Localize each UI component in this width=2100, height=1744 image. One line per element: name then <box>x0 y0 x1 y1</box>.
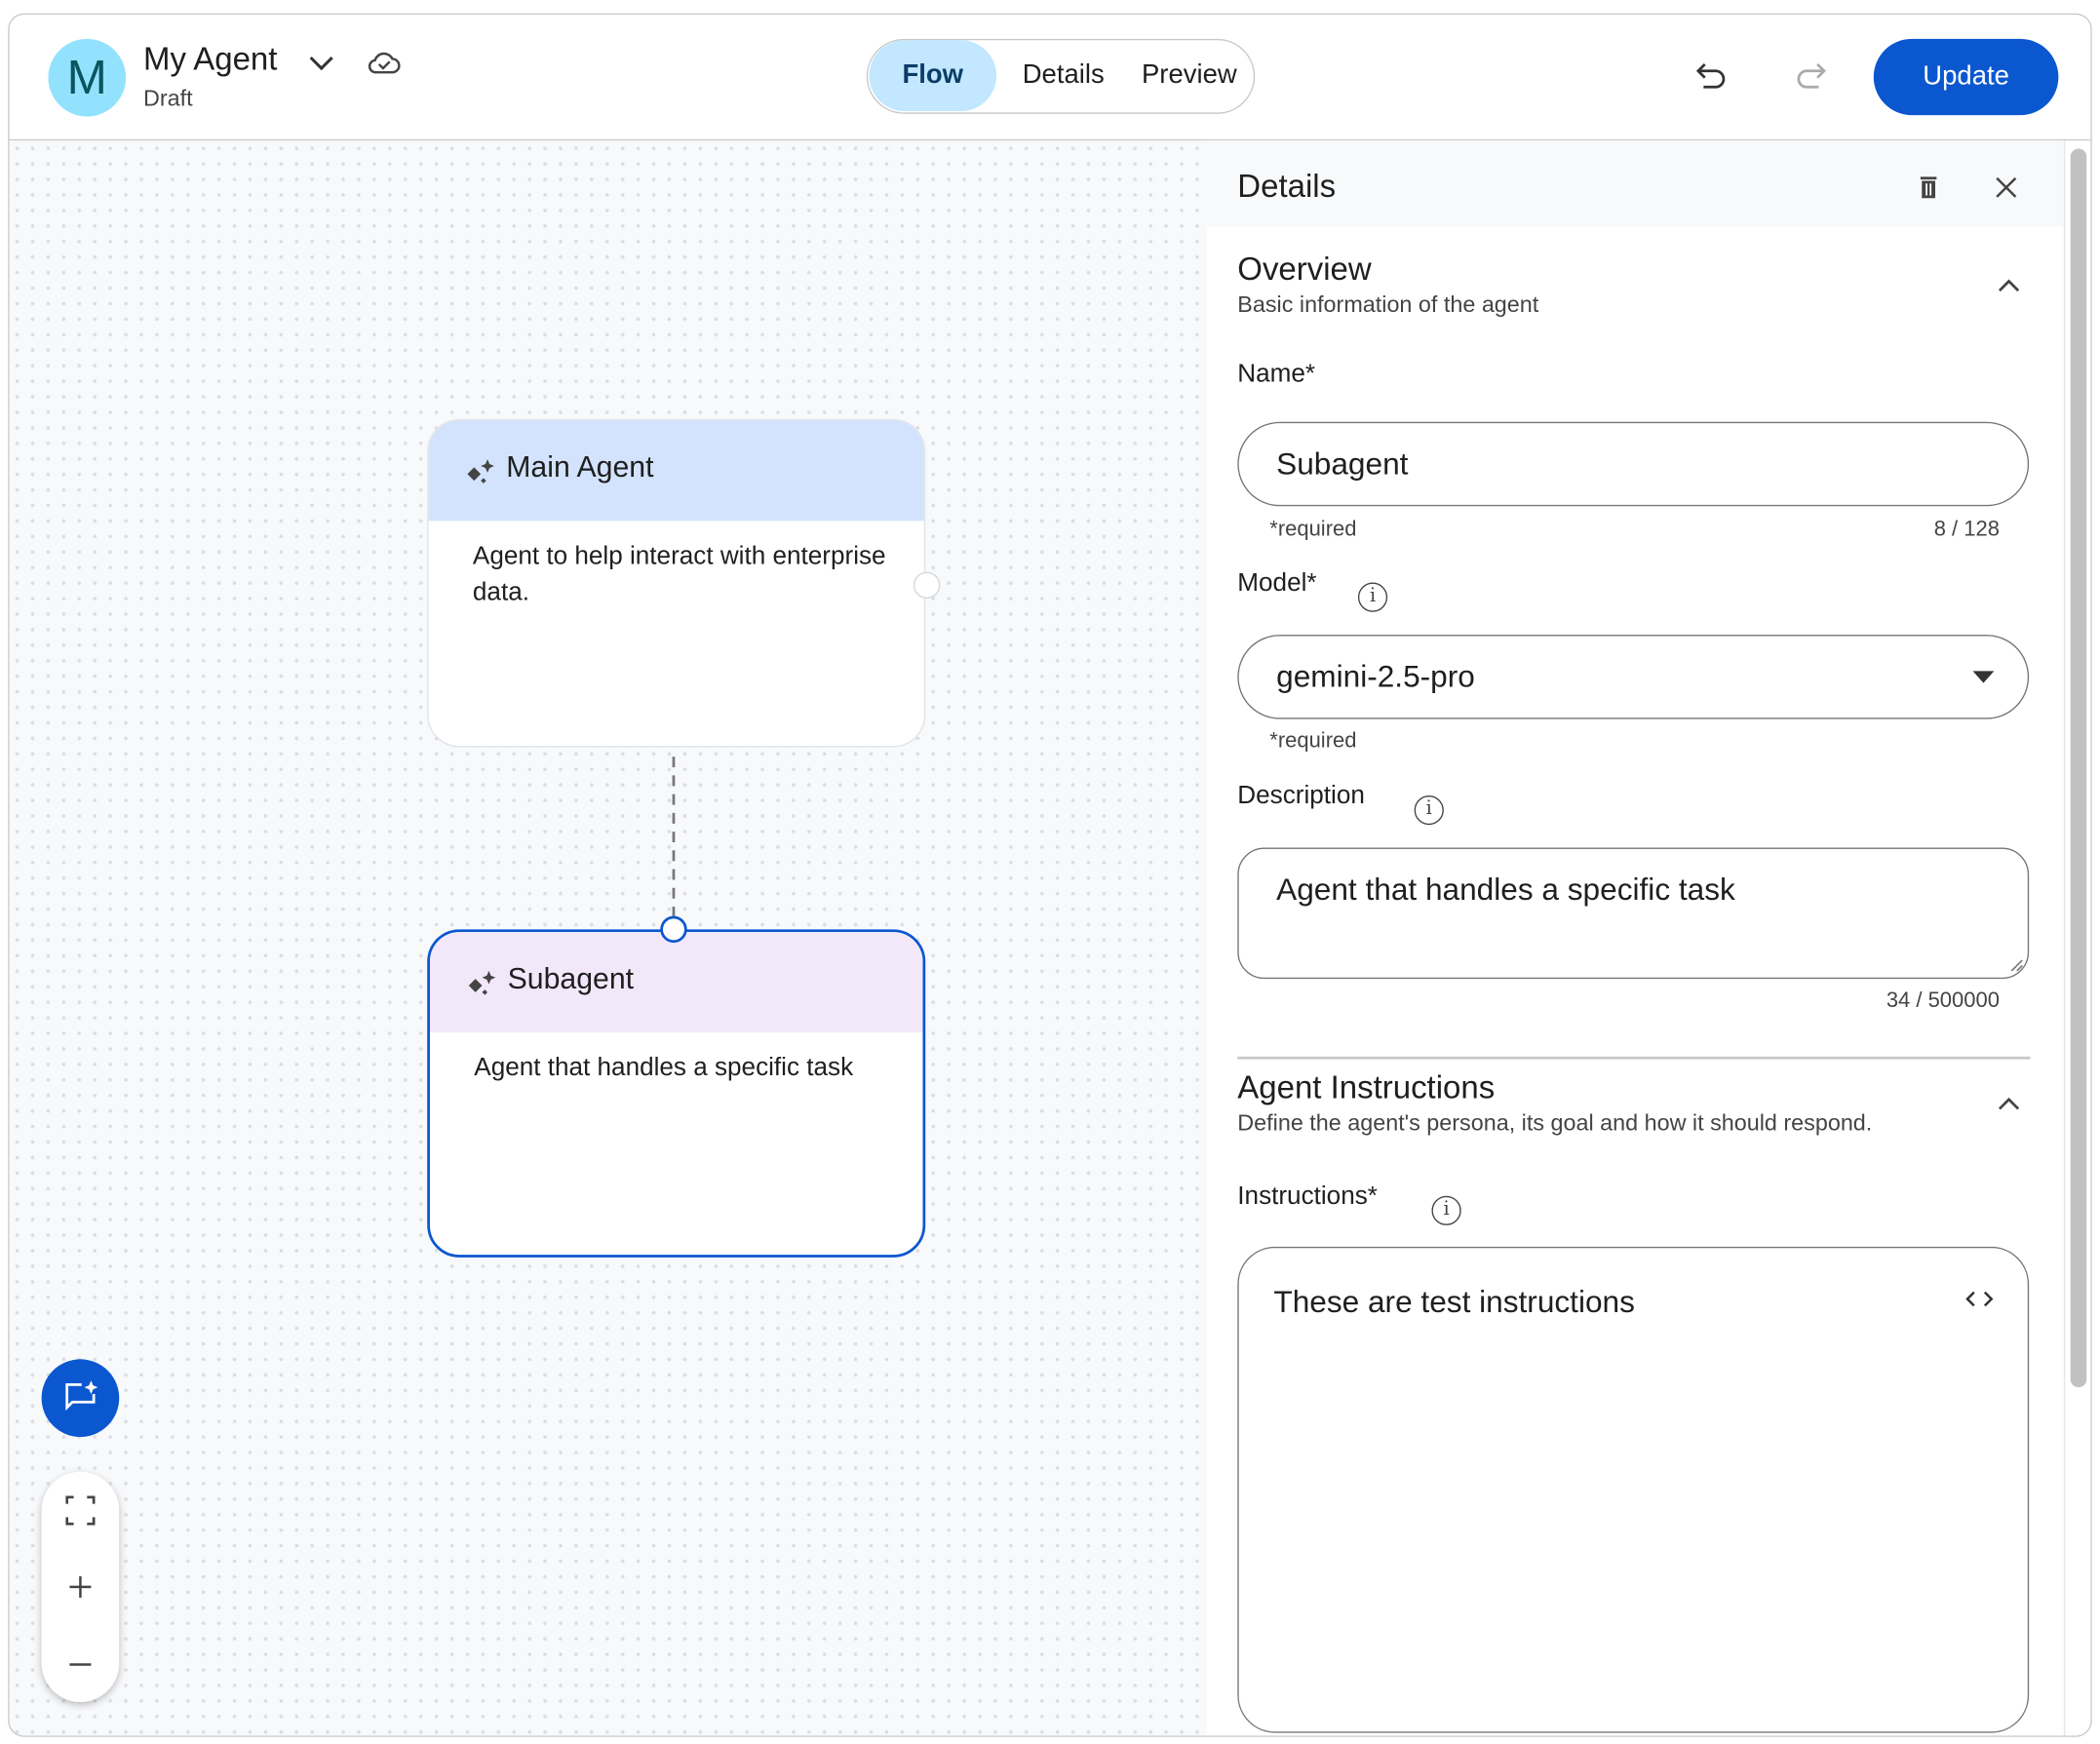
close-icon[interactable] <box>1994 175 2018 200</box>
node-description: Agent to help interact with enterprise d… <box>472 542 886 607</box>
resize-handle-icon[interactable] <box>2007 956 2023 972</box>
node-subagent[interactable]: Subagent Agent that handles a specific t… <box>427 929 926 1258</box>
tab-preview[interactable]: Preview <box>1141 59 1237 91</box>
scrollbar-thumb[interactable] <box>2070 148 2087 1388</box>
zoom-controls <box>41 1471 120 1702</box>
section-divider <box>1237 1056 2031 1059</box>
redo-icon[interactable] <box>1793 58 1828 91</box>
fit-view-icon[interactable] <box>65 1495 96 1526</box>
app-window: M My Agent Draft Flow Details Preview Up… <box>8 13 2092 1737</box>
instructions-title: Agent Instructions <box>1237 1069 1496 1106</box>
info-icon[interactable]: i <box>1414 794 1444 826</box>
undo-icon[interactable] <box>1694 58 1730 91</box>
info-icon[interactable]: i <box>1431 1195 1461 1225</box>
ai-assistant-button[interactable] <box>41 1359 120 1437</box>
code-icon[interactable] <box>1964 1290 1994 1308</box>
node-title: Main Agent <box>506 449 654 484</box>
flow-canvas[interactable]: Main Agent Agent to help interact with e… <box>9 140 1207 1736</box>
panel-header: Details <box>1206 140 2064 227</box>
tab-flow[interactable]: Flow <box>869 40 997 112</box>
view-tabs: Flow Details Preview <box>866 38 1256 114</box>
description-char-count: 34 / 500000 <box>1886 989 2000 1013</box>
node-main-agent[interactable]: Main Agent Agent to help interact with e… <box>427 418 926 748</box>
instructions-value: These are test instructions <box>1273 1284 1635 1320</box>
node-header <box>429 932 923 1033</box>
name-hint: *required <box>1269 518 1357 541</box>
output-handle[interactable] <box>913 571 941 600</box>
input-handle[interactable] <box>660 915 687 944</box>
node-title: Subagent <box>507 961 635 995</box>
chevron-down-icon[interactable] <box>307 53 336 74</box>
model-label: Model* <box>1237 568 1317 598</box>
zoom-in-icon[interactable] <box>67 1573 94 1600</box>
node-header <box>428 420 924 522</box>
instructions-label: Instructions* <box>1237 1182 1378 1211</box>
status-text: Draft <box>142 85 193 112</box>
panel-scrollbar[interactable] <box>2063 140 2091 1736</box>
avatar: M <box>48 38 127 117</box>
ai-chat-icon <box>65 1380 98 1412</box>
zoom-out-icon[interactable] <box>67 1651 94 1678</box>
dropdown-arrow-icon <box>1972 671 1995 683</box>
agent-title: My Agent <box>142 41 278 78</box>
model-value: gemini-2.5-pro <box>1276 658 1475 694</box>
top-bar: M My Agent Draft Flow Details Preview Up… <box>9 15 2091 141</box>
overview-title: Overview <box>1237 252 1372 289</box>
name-char-count: 8 / 128 <box>1933 518 2000 541</box>
sparkle-icon <box>468 970 496 995</box>
chevron-up-icon[interactable] <box>1997 1096 2021 1111</box>
description-textarea[interactable]: Agent that handles a specific task <box>1237 847 2030 980</box>
name-label: Name* <box>1237 360 1316 389</box>
name-value: Subagent <box>1276 446 1409 482</box>
update-button[interactable]: Update <box>1873 38 2059 116</box>
name-input[interactable]: Subagent <box>1237 421 2030 507</box>
chevron-up-icon[interactable] <box>1997 277 2021 292</box>
sparkle-icon <box>467 459 494 484</box>
connector-edge <box>672 756 676 924</box>
node-description: Agent that handles a specific task <box>474 1054 854 1082</box>
description-value: Agent that handles a specific task <box>1276 872 1735 907</box>
panel-title: Details <box>1237 169 1337 206</box>
model-hint: *required <box>1269 729 1357 754</box>
instructions-subtitle: Define the agent's persona, its goal and… <box>1237 1109 1873 1136</box>
delete-icon[interactable] <box>1917 174 1941 201</box>
instructions-editor[interactable]: These are test instructions <box>1237 1246 2030 1733</box>
tab-details[interactable]: Details <box>1022 59 1105 91</box>
description-label: Description <box>1237 782 1365 811</box>
overview-subtitle: Basic information of the agent <box>1237 291 1539 318</box>
cloud-done-icon[interactable] <box>367 48 402 74</box>
info-icon[interactable]: i <box>1357 582 1388 612</box>
details-panel: Details Overview Basic information of th… <box>1206 140 2064 1736</box>
model-select[interactable]: gemini-2.5-pro <box>1237 635 2030 719</box>
